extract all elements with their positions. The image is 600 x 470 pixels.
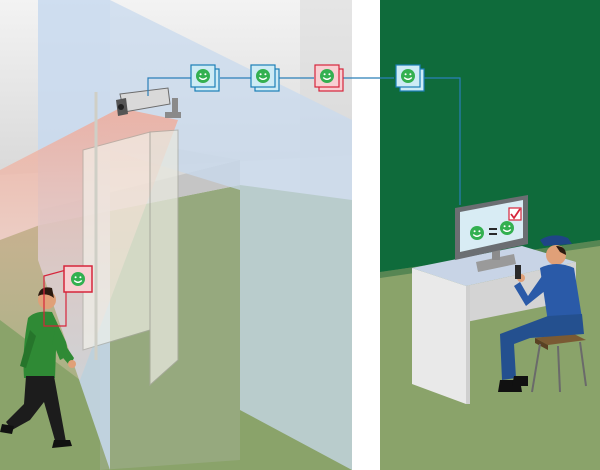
panel-divider xyxy=(352,0,380,470)
stool xyxy=(531,333,587,393)
visitor-figure xyxy=(0,287,76,448)
detected-face-badge xyxy=(63,265,93,293)
face-badge-2 xyxy=(250,64,280,92)
checkmark-icon xyxy=(508,207,522,221)
face-detection-frame xyxy=(43,269,67,327)
face-badge-1 xyxy=(190,64,220,92)
equals-sign-icon xyxy=(489,228,497,235)
transmission-line xyxy=(147,77,461,205)
face-badge-3 xyxy=(395,64,425,92)
glass-gate-side xyxy=(149,129,179,387)
glass-gate-front xyxy=(82,131,151,351)
face-comparison-display xyxy=(469,207,522,241)
radio-icon xyxy=(515,265,521,279)
security-camera-icon xyxy=(116,87,181,118)
security-guard-figure xyxy=(498,235,584,392)
face-badge-alert xyxy=(314,64,344,92)
